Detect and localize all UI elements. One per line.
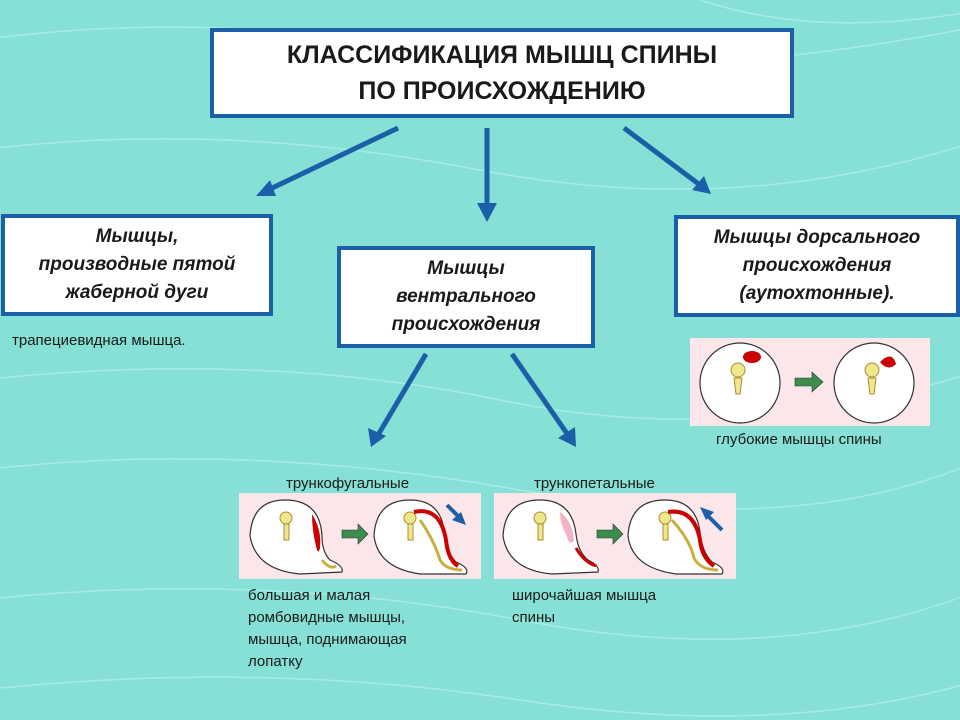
trunkopetal-illustration [494,493,736,579]
caption-latissimus: широчайшая мышца спины [512,587,657,626]
caption-trunkofugal: трункофугальные [286,475,410,492]
trunkofugal-illustration [239,493,481,579]
category-line: вентрального [396,286,536,307]
category-line: Мышцы дорсального [713,227,921,248]
title-line-1: КЛАССИФИКАЦИЯ МЫШЦ СПИНЫ [286,41,718,69]
caption-trunkopetal: трункопетальные [534,475,655,492]
caption-deep-muscles: глубокие мышцы спины [716,431,882,448]
category-line: происхождения [391,314,541,335]
category-box-dorsal: Мышцы дорсального происхождения (аутохто… [674,215,960,317]
category-box-ventral: Мышцы вентрального происхождения [337,246,595,348]
deep-muscles-illustration [690,338,930,426]
title-box: КЛАССИФИКАЦИЯ МЫШЦ СПИНЫ ПО ПРОИСХОЖДЕНИ… [210,28,794,118]
category-line: происхождения [742,255,892,276]
caption-trapezius: трапециевидная мышца. [12,332,186,349]
category-line: производные пятой [38,254,236,275]
category-line: Мышцы [427,258,505,279]
category-line: (аутохтонные). [739,283,895,304]
title-line-2: ПО ПРОИСХОЖДЕНИЮ [358,77,646,105]
category-box-branchial: Мышцы, производные пятой жаберной дуги [1,214,273,316]
category-line: Мышцы, [95,226,179,247]
category-line: жаберной дуги [65,282,209,303]
caption-rhomboid: большая и малая ромбовидные мышцы, мышца… [248,587,407,670]
